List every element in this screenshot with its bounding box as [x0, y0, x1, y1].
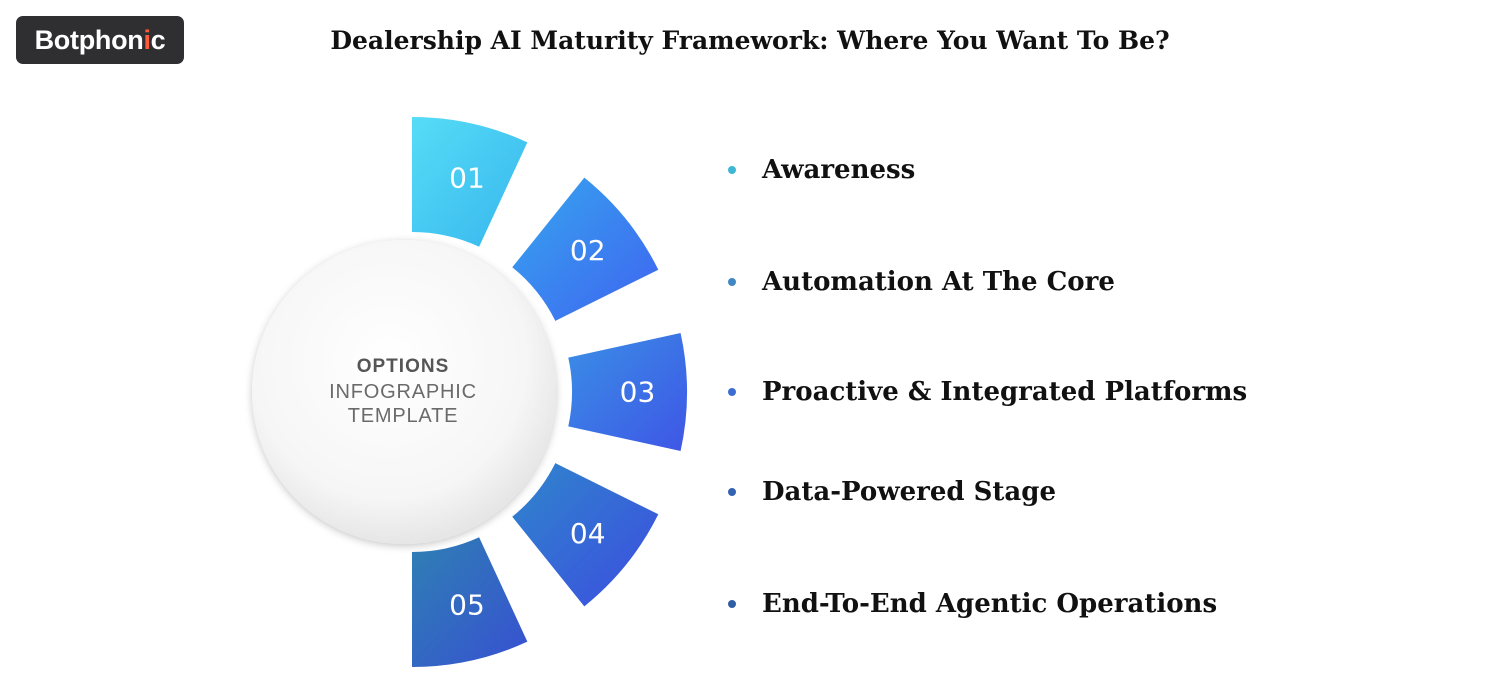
- bullet-dot: [728, 278, 736, 286]
- center-label-line3: TEMPLATE: [348, 405, 459, 427]
- segment-02-number: 02: [570, 234, 606, 267]
- center-disc: [252, 240, 556, 544]
- stage-item: End-To-End Agentic Operations: [728, 584, 1217, 624]
- bullet-dot: [728, 388, 736, 396]
- bullet-dot: [728, 166, 736, 174]
- bullet-dot: [728, 488, 736, 496]
- stage-label: Data-Powered Stage: [762, 477, 1056, 507]
- stage-item: Awareness: [728, 150, 915, 190]
- segment-02: [512, 177, 659, 321]
- stage-label: Proactive & Integrated Platforms: [762, 377, 1248, 407]
- segment-03-number: 03: [620, 376, 656, 409]
- page-title: Dealership AI Maturity Framework: Where …: [330, 26, 1170, 55]
- segment-04-number: 04: [570, 517, 606, 550]
- stage-list: Awareness Automation At The Core Proacti…: [728, 0, 1468, 700]
- stage-item: Proactive & Integrated Platforms: [728, 372, 1247, 412]
- center-label-line1: OPTIONS: [357, 356, 450, 377]
- stage-label: Automation At The Core: [762, 267, 1115, 297]
- stage-label: Awareness: [762, 155, 916, 185]
- segment-01: [412, 117, 528, 247]
- stage-item: Data-Powered Stage: [728, 472, 1056, 512]
- stage-item: Automation At The Core: [728, 262, 1115, 302]
- center-label-line2: INFOGRAPHIC: [329, 381, 477, 403]
- logo-text-main: Botphon: [34, 24, 144, 55]
- logo-text-end: c: [150, 24, 166, 55]
- segment-04: [512, 463, 659, 607]
- logo-text-accent: i: [143, 24, 151, 55]
- bullet-dot: [728, 600, 736, 608]
- stage-label: End-To-End Agentic Operations: [762, 589, 1218, 619]
- segment-01-number: 01: [449, 162, 485, 195]
- segment-05-number: 05: [449, 589, 485, 622]
- segment-05: [412, 537, 528, 667]
- segment-03: [568, 332, 687, 452]
